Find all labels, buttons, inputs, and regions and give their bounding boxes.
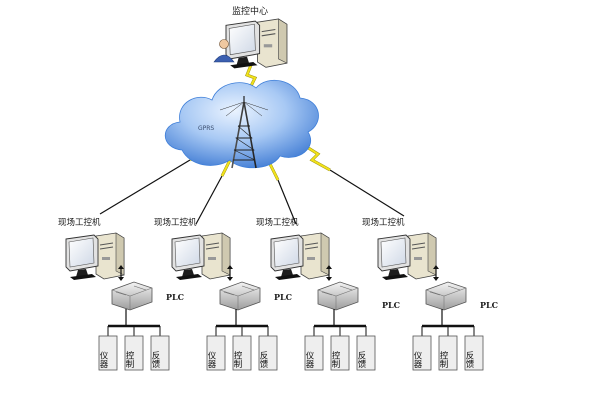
- computer-icon: [171, 232, 231, 281]
- device-label: 仪器: [98, 351, 108, 369]
- plc-label: PLC: [382, 300, 400, 310]
- device-label: 反馈: [150, 350, 160, 369]
- station-4: 现场工控机 PLC 仪器 控制 反馈: [362, 217, 498, 371]
- station-pc-label: 现场工控机: [154, 217, 197, 228]
- device-label: 控制: [438, 350, 448, 369]
- station-pc-label: 现场工控机: [362, 217, 405, 228]
- station-pc-label: 现场工控机: [58, 217, 101, 228]
- plc-box-icon: [317, 281, 359, 311]
- monitoring-center: 监控中心: [213, 5, 288, 69]
- device-label: 控制: [124, 350, 134, 369]
- device-box: 反馈: [464, 335, 484, 371]
- device-label: 控制: [330, 350, 340, 369]
- station-2: 现场工控机 PLC 仪器 控制 反馈: [154, 217, 292, 371]
- monitoring-center-label: 监控中心: [232, 5, 268, 17]
- computer-icon: [377, 232, 437, 281]
- plc-box-icon: [111, 281, 153, 311]
- plc-box-icon: [425, 281, 467, 311]
- device-box: 仪器: [412, 335, 432, 371]
- gprs-cloud: GPRS: [164, 79, 319, 169]
- gprs-label: GPRS: [198, 125, 214, 132]
- plc-box-icon: [219, 281, 261, 311]
- device-label: 反馈: [258, 350, 268, 369]
- station-pc-label: 现场工控机: [256, 217, 299, 228]
- user-icon: [213, 39, 235, 63]
- device-box: 控制: [330, 335, 350, 371]
- device-box: 控制: [232, 335, 252, 371]
- plc-label: PLC: [480, 300, 498, 310]
- device-box: 仪器: [304, 335, 324, 371]
- device-box: 反馈: [356, 335, 376, 371]
- device-box: 控制: [124, 335, 144, 371]
- device-box: 控制: [438, 335, 458, 371]
- computer-icon: [270, 232, 330, 281]
- device-label: 仪器: [304, 351, 314, 369]
- device-label: 仪器: [412, 351, 422, 369]
- computer-icon: [225, 18, 288, 69]
- field-stations: 现场工控机 PLC 仪器 控制 反馈 现场工控机 PLC 仪: [58, 217, 498, 371]
- antenna-tower-icon: [219, 96, 269, 169]
- device-box: 仪器: [206, 335, 226, 371]
- station-1: 现场工控机 PLC 仪器 控制 反馈: [58, 217, 184, 371]
- device-label: 仪器: [206, 351, 216, 369]
- station-3: 现场工控机 PLC 仪器 控制 反馈: [256, 217, 400, 371]
- device-box: 反馈: [258, 335, 278, 371]
- plc-label: PLC: [274, 292, 292, 302]
- computer-icon: [65, 232, 125, 281]
- device-box: 反馈: [150, 335, 170, 371]
- plc-label: PLC: [166, 292, 184, 302]
- device-label: 反馈: [356, 350, 366, 369]
- device-label: 反馈: [464, 350, 474, 369]
- device-box: 仪器: [98, 335, 118, 371]
- device-label: 控制: [232, 350, 242, 369]
